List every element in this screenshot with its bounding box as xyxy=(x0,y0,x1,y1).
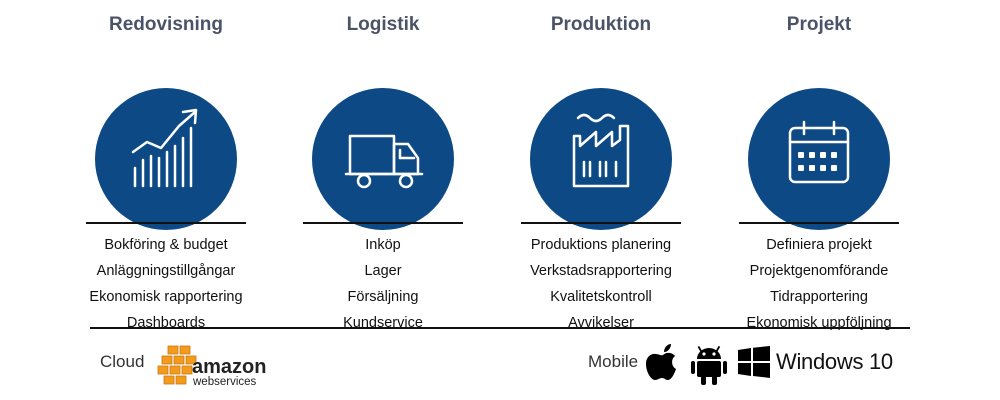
column-divider xyxy=(521,222,681,224)
list-item: Ekonomisk rapportering xyxy=(89,289,243,305)
windows-icon xyxy=(738,346,770,378)
cloud-label: Cloud xyxy=(100,352,145,371)
list-item: Lager xyxy=(364,263,402,279)
apple-icon xyxy=(644,342,682,386)
aws-logo: amazon webservices xyxy=(156,342,276,390)
list-item: Verkstadsrapportering xyxy=(530,263,672,279)
mobile-label: Mobile xyxy=(588,352,639,371)
list-item: Projektgenomförande xyxy=(749,263,889,279)
list-item: Kvalitetskontroll xyxy=(550,289,652,305)
column-divider xyxy=(303,222,463,224)
column-title: Redovisning xyxy=(108,14,223,35)
list-item: Definiera projekt xyxy=(766,237,872,253)
list-item: Anläggningstillgångar xyxy=(96,263,236,279)
column-title: Projekt xyxy=(786,14,852,35)
aws-logo-text: amazon xyxy=(192,356,266,378)
chart-growth-icon xyxy=(95,88,237,230)
list-item: Inköp xyxy=(365,237,401,253)
column-title: Produktion xyxy=(550,14,652,35)
android-icon xyxy=(690,342,728,386)
list-item: Produktions planering xyxy=(530,237,672,253)
list-item: Kundservice xyxy=(343,315,423,331)
calendar-icon xyxy=(748,88,890,230)
factory-icon xyxy=(530,88,672,230)
column-divider xyxy=(739,222,899,224)
column-divider xyxy=(86,222,246,224)
list-item: Tidrapportering xyxy=(770,289,868,305)
delivery-truck-icon xyxy=(312,88,454,230)
aws-logo-subtext: webservices xyxy=(192,376,257,388)
list-item: Bokföring & budget xyxy=(104,237,228,253)
list-item: Avvikelser xyxy=(568,315,634,331)
windows-label: Windows 10 xyxy=(776,349,893,374)
footer-divider xyxy=(90,327,910,329)
list-item: Dashboards xyxy=(126,315,206,331)
list-item: Ekonomisk uppföljning xyxy=(746,315,892,331)
list-item: Försäljning xyxy=(347,289,419,305)
column-title: Logistik xyxy=(346,14,420,35)
